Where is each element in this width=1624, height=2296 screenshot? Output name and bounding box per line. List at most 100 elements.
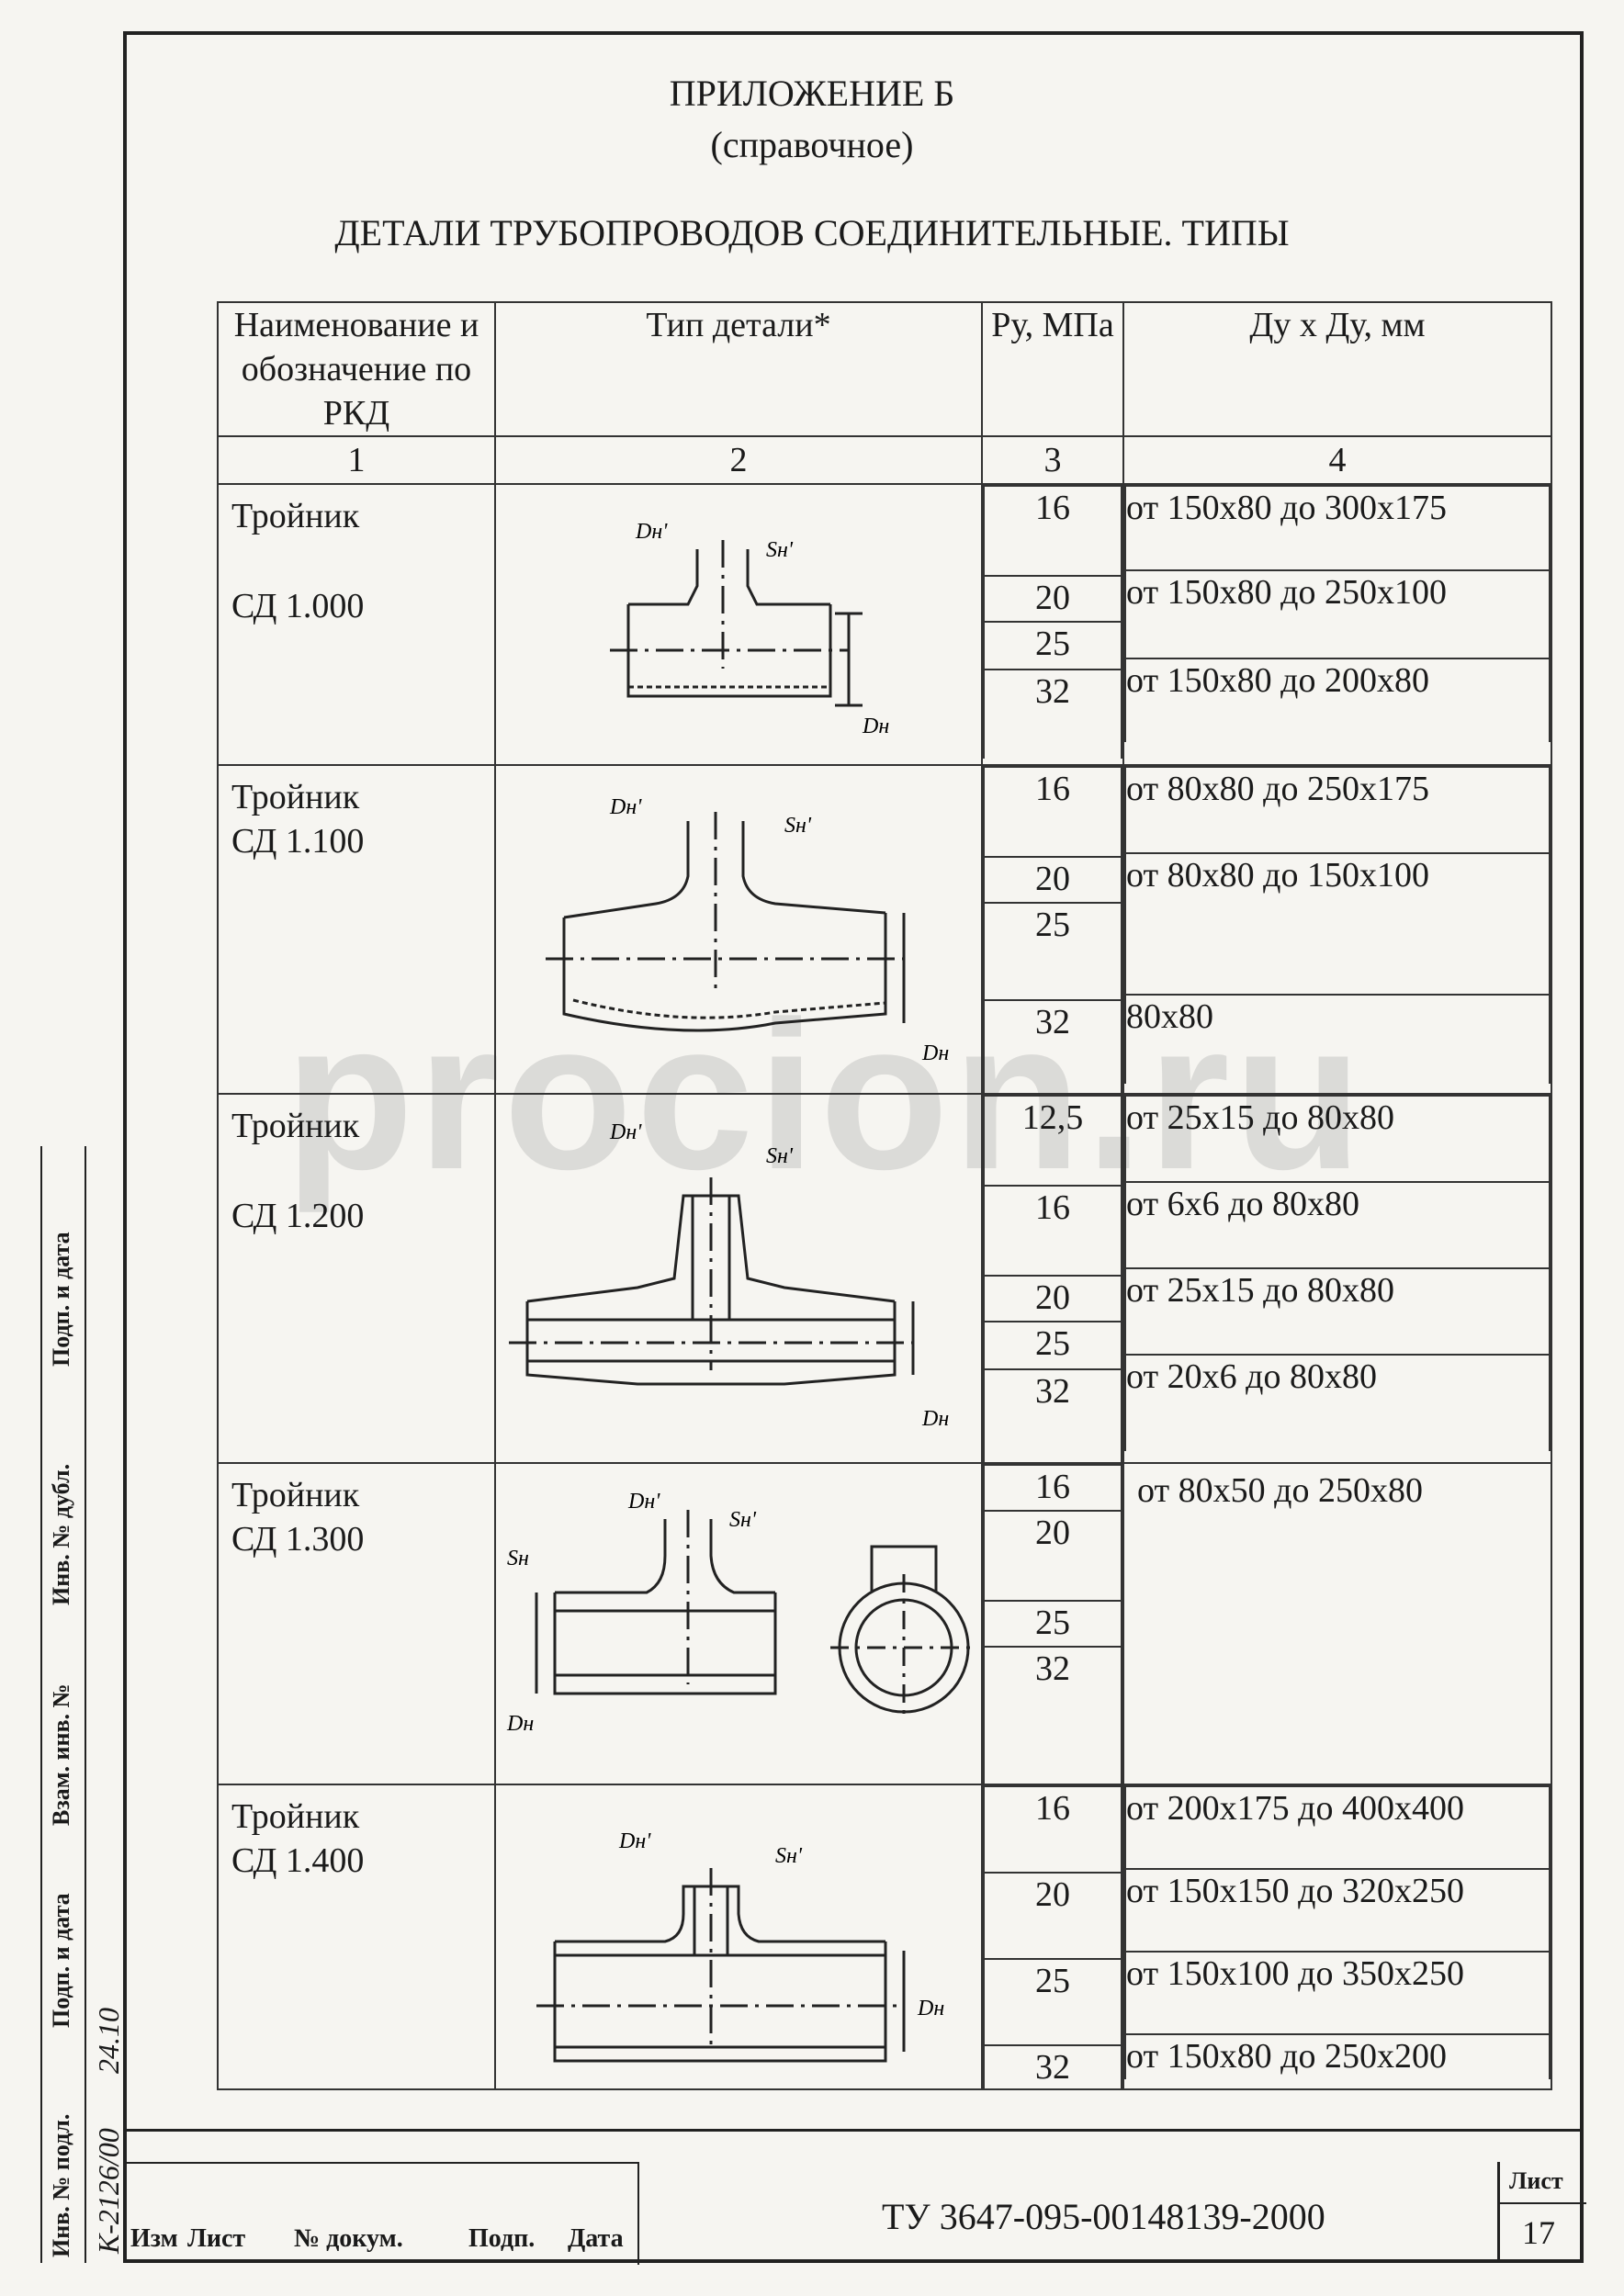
- size-value: от 20х6 до 80х80: [1124, 1354, 1551, 1451]
- part-drawing-cell: Dн' Sн' Dн: [494, 1784, 983, 2090]
- dh-label: Dн: [917, 1997, 944, 2020]
- dh-label: Dн: [921, 1407, 949, 1431]
- part-drawing-cell: Dн' Sн' Sн Dн: [494, 1462, 983, 1785]
- pressure-value: 32: [983, 1646, 1122, 1784]
- stamp-col-label: Изм: [130, 2224, 178, 2253]
- dh-prime-label: Dн': [609, 795, 642, 819]
- size-cell: от 80х50 до 250х80: [1122, 1462, 1552, 1785]
- sheet-box: Лист 17: [1497, 2162, 1586, 2263]
- pressure-value: 16: [983, 1785, 1122, 1874]
- pressure-value: 25: [983, 621, 1122, 670]
- tee-drawing-sd1200: Dн' Sн' Dн: [509, 1120, 949, 1431]
- col-header-type: Тип детали*: [494, 301, 983, 437]
- col-header-name: Наименование и обозначение по РКД: [217, 301, 496, 437]
- stamp-col-label: № докум.: [294, 2224, 403, 2253]
- dh-label: Dн: [862, 715, 889, 738]
- part-drawing-cell: Dн' Sн' Dн: [494, 1093, 983, 1464]
- part-name-cell: Тройник СД 1.100: [217, 764, 496, 1095]
- sh-prime-label: Sн': [766, 1144, 794, 1168]
- size-value: от 80х80 до 250х175: [1124, 766, 1551, 854]
- pressure-list: 16 20 25 32: [983, 766, 1122, 1093]
- stamp-col-label: Подп.: [468, 2224, 536, 2253]
- part-name-cell: Тройник СД 1.000: [217, 483, 496, 766]
- dh-label: Dн: [506, 1712, 534, 1736]
- table-row: Тройник СД 1.200 Dн' Sн' Dн: [217, 1093, 1552, 1464]
- pressure-value: 16: [983, 485, 1122, 577]
- pressure-value: 12,5: [983, 1095, 1122, 1187]
- part-code: СД 1.200: [231, 1197, 365, 1235]
- side-stamp-line: [85, 1146, 86, 2263]
- part-code: СД 1.400: [231, 1841, 365, 1880]
- pressure-value: 20: [983, 1510, 1122, 1602]
- pressure-cell: 16 20 25 32: [981, 764, 1124, 1095]
- dh-prime-label: Dн': [618, 1829, 651, 1853]
- size-value: от 80х80 до 150х100: [1124, 852, 1551, 996]
- dh-label: Dн: [921, 1041, 949, 1065]
- tee-drawing-sd1400: Dн' Sн' Dн: [536, 1829, 944, 2063]
- sh-prime-label: Sн': [766, 538, 794, 562]
- part-code: СД 1.000: [231, 587, 365, 625]
- table-row: Тройник СД 1.100 Dн' Sн' Dн 16: [217, 764, 1552, 1095]
- size-value: от 80х50 до 250х80: [1137, 1471, 1423, 1510]
- col-header-size: Ду х Ду, мм: [1122, 301, 1552, 437]
- pressure-value: 20: [983, 856, 1122, 904]
- size-value: от 25х15 до 80х80: [1124, 1095, 1551, 1183]
- size-list: от 25х15 до 80х80 от 6х6 до 80х80 от 25х…: [1124, 1095, 1551, 1451]
- size-value: от 25х15 до 80х80: [1124, 1267, 1551, 1356]
- col-number: 1: [217, 435, 496, 485]
- pressure-value: 20: [983, 1872, 1122, 1960]
- tee-drawing-sd1300: Dн' Sн' Sн Dн: [506, 1490, 977, 1736]
- table-row: Тройник СД 1.000 Dн' Sн' Dн 16: [217, 483, 1552, 766]
- pressure-list: 16 20 25 32: [983, 1785, 1122, 2088]
- tee-drawing-sd1100: Dн' Sн' Dн: [546, 795, 949, 1065]
- part-code: СД 1.300: [231, 1520, 365, 1559]
- sheet-number: 17: [1522, 2214, 1555, 2251]
- pressure-cell: 16 20 25 32: [981, 1784, 1124, 2090]
- appendix-note: (справочное): [710, 124, 914, 165]
- sheet-divider: [1500, 2202, 1586, 2204]
- pressure-value: 25: [983, 1958, 1122, 2046]
- pressure-cell: 12,5 16 20 25 32: [981, 1093, 1124, 1464]
- tee-drawing-sd1000: Dн' Sн' Dн: [610, 520, 889, 738]
- part-name: Тройник: [231, 1107, 360, 1145]
- pressure-cell: 16 20 25 32: [981, 483, 1124, 766]
- sh-prime-label: Sн': [729, 1508, 757, 1532]
- part-name: Тройник: [231, 1797, 360, 1836]
- side-stamp: Подп. и дата Инв. № дубл. Взам. инв. № П…: [40, 1146, 129, 2263]
- pressure-value: 32: [983, 2044, 1122, 2088]
- side-label: Инв. № подл.: [48, 2113, 74, 2257]
- side-label: Подп. и дата: [48, 1893, 74, 2028]
- pressure-list: 16 20 25 32: [983, 485, 1122, 759]
- dh-prime-label: Dн': [635, 520, 668, 544]
- sh-prime-label: Sн': [775, 1844, 803, 1868]
- size-value: 80х80: [1124, 994, 1551, 1084]
- pressure-value: 16: [983, 1464, 1122, 1512]
- pressure-value: 20: [983, 575, 1122, 623]
- size-value: от 150х100 до 350х250: [1124, 1951, 1551, 2035]
- handwritten-date: 24.10: [92, 2008, 125, 2074]
- size-value: от 150х80 до 300х175: [1124, 485, 1551, 571]
- size-value: от 200х175 до 400х400: [1124, 1785, 1551, 1870]
- table-row: Тройник СД 1.400 Dн' Sн' Dн: [217, 1784, 1552, 2090]
- part-code: СД 1.100: [231, 822, 365, 861]
- size-list: от 200х175 до 400х400 от 150х150 до 320х…: [1124, 1785, 1551, 2079]
- part-name: Тройник: [231, 1476, 360, 1514]
- pressure-value: 32: [983, 999, 1122, 1093]
- pressure-cell: 16 20 25 32: [981, 1462, 1124, 1785]
- pressure-value: 25: [983, 1321, 1122, 1370]
- stamp-top-line: [123, 2129, 1584, 2132]
- page-frame: [123, 31, 1584, 2263]
- sheet-label: Лист: [1509, 2167, 1563, 2194]
- sh-label: Sн: [507, 1547, 529, 1570]
- side-label: Взам. инв. №: [48, 1683, 74, 1826]
- col-number: 4: [1122, 435, 1552, 485]
- col-number: 3: [981, 435, 1124, 485]
- col-number: 2: [494, 435, 983, 485]
- stamp-grid: [123, 2162, 639, 2265]
- pressure-value: 16: [983, 766, 1122, 858]
- size-cell: от 25х15 до 80х80 от 6х6 до 80х80 от 25х…: [1122, 1093, 1552, 1464]
- pressure-value: 25: [983, 902, 1122, 1001]
- appendix-title: ПРИЛОЖЕНИЕ Б: [669, 73, 955, 114]
- size-value: от 150х80 до 200х80: [1124, 658, 1551, 742]
- size-value: от 150х150 до 320х250: [1124, 1868, 1551, 1953]
